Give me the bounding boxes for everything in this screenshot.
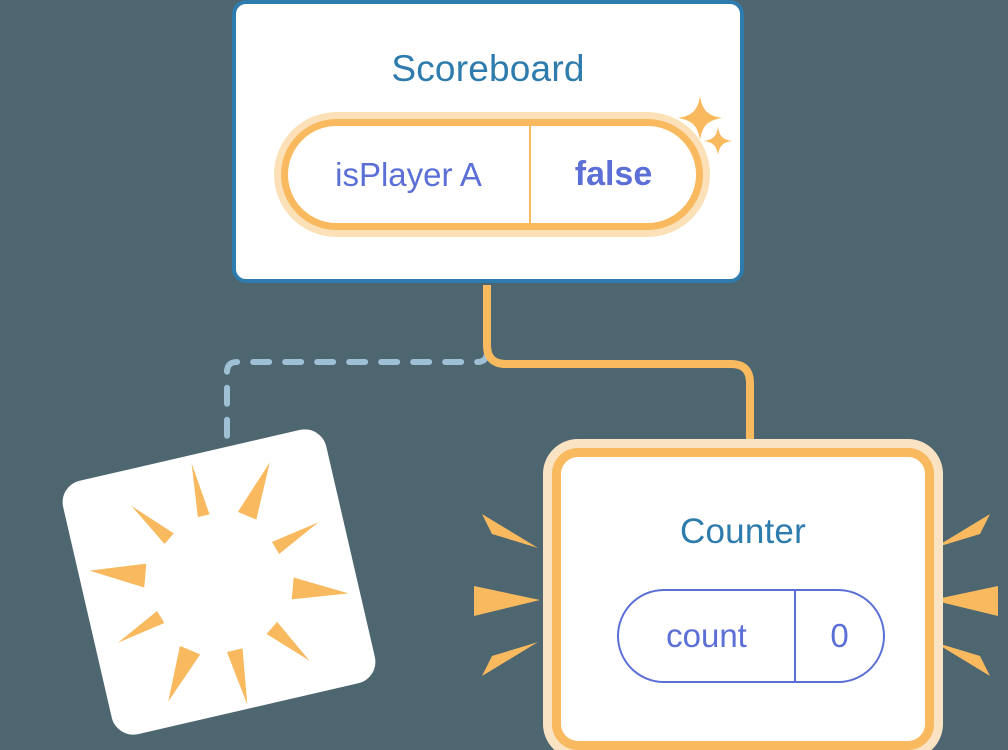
scoreboard-to-counter-connector: [483, 285, 754, 458]
scoreboard-property-key: isPlayer A: [288, 126, 531, 223]
counter-property-key: count: [619, 591, 796, 681]
counter-card[interactable]: Counter count 0: [552, 448, 934, 750]
burst-card[interactable]: [58, 424, 380, 740]
burst-rays-icon: [89, 462, 349, 705]
counter-title: Counter: [680, 512, 806, 551]
scoreboard-card[interactable]: Scoreboard isPlayer A false: [232, 0, 744, 283]
counter-property-pill[interactable]: count 0: [617, 589, 885, 683]
scoreboard-property-pill[interactable]: isPlayer A false: [281, 119, 703, 230]
scoreboard-title: Scoreboard: [391, 48, 585, 89]
counter-property-value: 0: [830, 617, 849, 654]
scoreboard-property-value: false: [574, 155, 653, 193]
